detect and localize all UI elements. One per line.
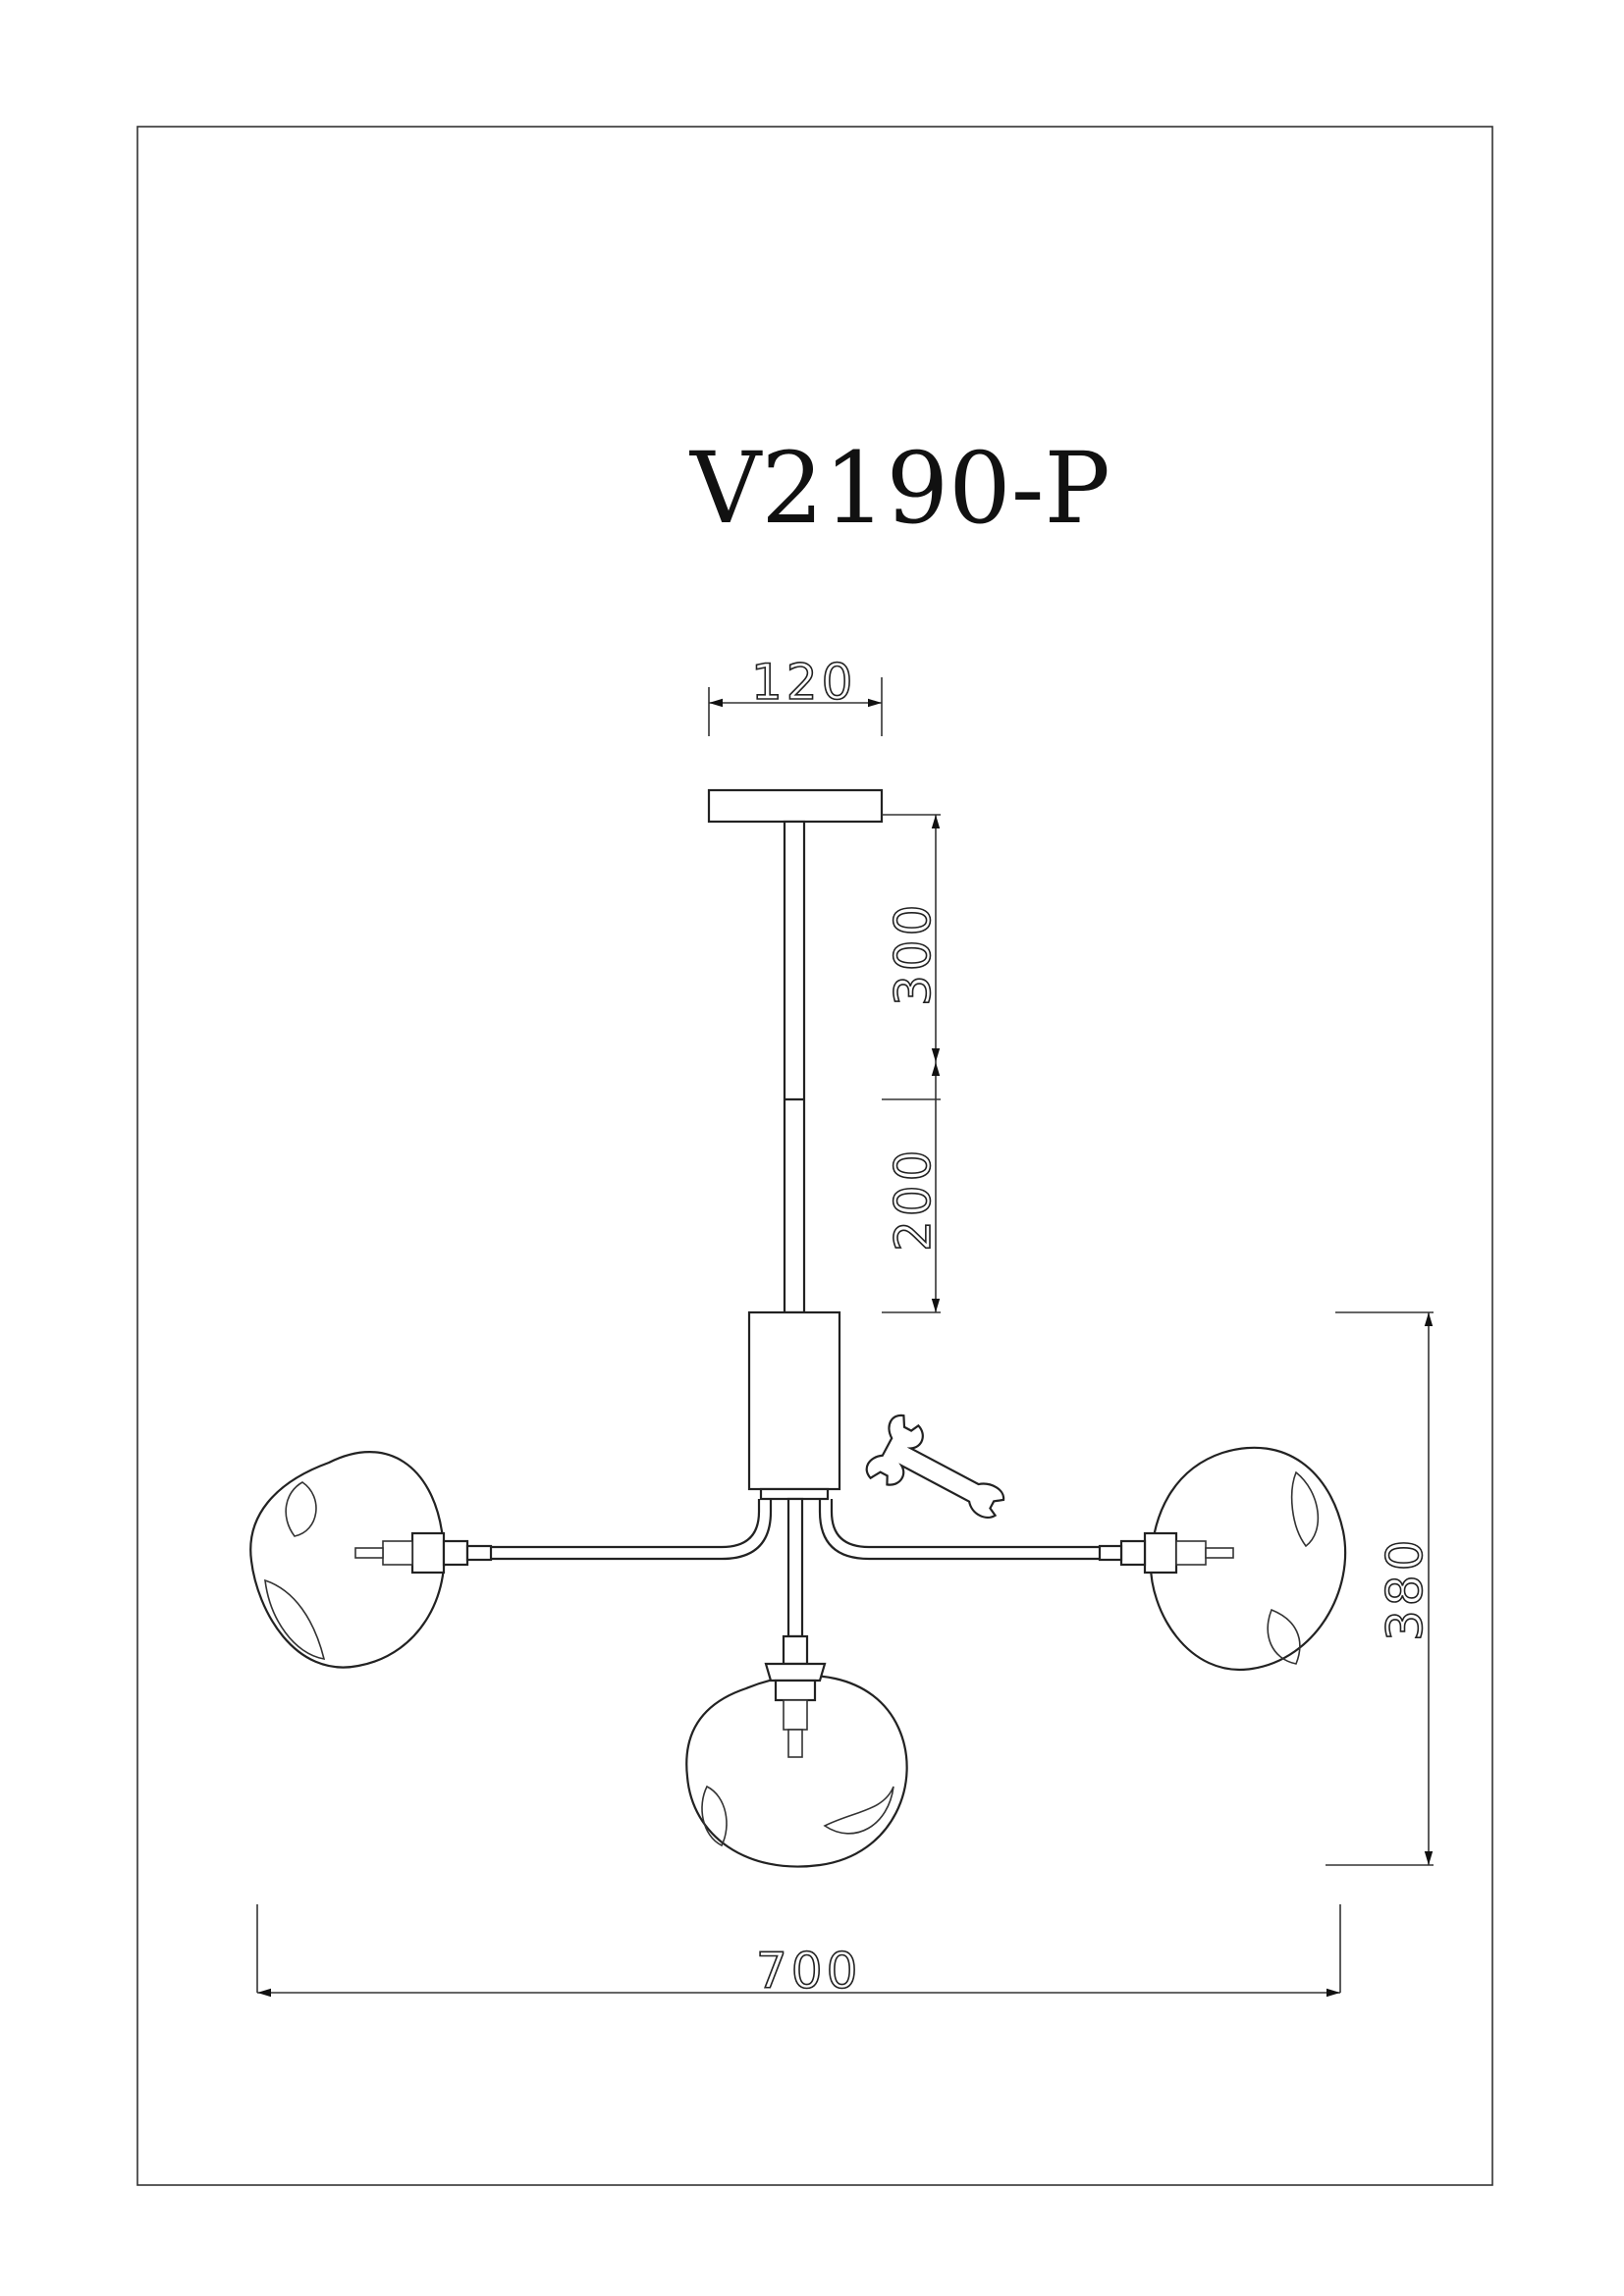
dim-total-width: 700: [256, 1904, 1341, 2001]
dim-canopy-width-label: 120: [751, 654, 856, 711]
lamp-right: [1098, 1446, 1347, 1672]
dim-canopy-width: 120: [708, 653, 883, 736]
suspension-rod: [783, 820, 806, 1314]
dim-total-height-label: 380: [1377, 1536, 1434, 1641]
arms: [491, 1497, 1100, 1638]
body-housing: [747, 1310, 841, 1501]
dim-rod-lower-label: 200: [885, 1147, 942, 1252]
dim-rod: 300 200: [882, 814, 943, 1313]
lamp-left: [249, 1451, 493, 1669]
drawing-frame: [136, 126, 1493, 2186]
wrench-icon: [865, 1414, 1005, 1519]
dim-total-width-label: 700: [756, 1943, 861, 2000]
dim-rod-upper-label: 300: [885, 901, 942, 1006]
lamp-center: [685, 1634, 908, 1868]
dim-total-height: 380: [1326, 1311, 1435, 1866]
model-title: V2190-P: [689, 431, 1110, 546]
canopy: [707, 788, 884, 824]
